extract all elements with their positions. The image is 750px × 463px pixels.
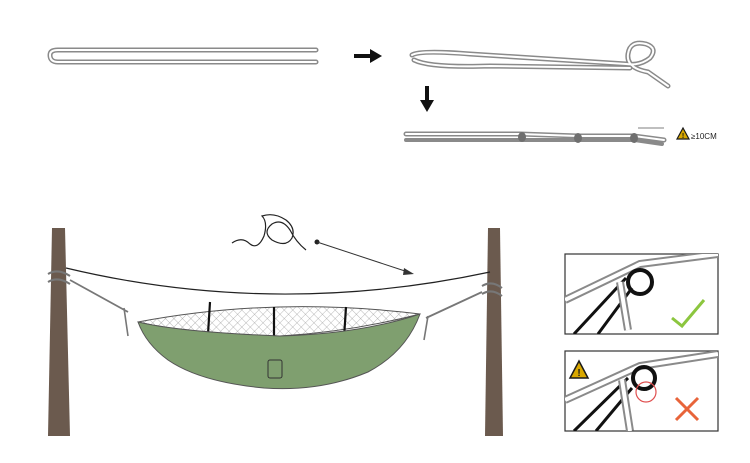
knot-1: [518, 132, 526, 142]
measure-label: ≥10CM: [691, 132, 717, 141]
hammock-pocket: [267, 359, 283, 379]
left-tree: [48, 228, 70, 436]
check-icon: [671, 299, 706, 329]
knotted-strap: [403, 127, 667, 146]
knot-2: [574, 133, 582, 143]
folded-strap: [47, 47, 319, 65]
warning-icon: !: [675, 126, 691, 140]
panel-wrong-attachment: !: [564, 350, 719, 432]
right-tree-strap: [423, 282, 503, 341]
arrow-down-icon: [420, 86, 434, 112]
hammock-body: [137, 313, 421, 390]
panel-correct-attachment: [564, 253, 719, 335]
warning-icon-panel: !: [568, 359, 590, 379]
left-tree-strap: [47, 270, 129, 337]
looped-strap: [409, 40, 671, 89]
stuff-sack-cord: [231, 214, 414, 275]
arrow-right-icon: [354, 49, 382, 63]
svg-text:!: !: [682, 133, 684, 140]
cross-icon: [674, 396, 700, 422]
right-tree: [485, 228, 503, 436]
knot-3: [630, 133, 638, 143]
ridge-line: [65, 267, 491, 295]
svg-text:!: !: [577, 368, 580, 379]
